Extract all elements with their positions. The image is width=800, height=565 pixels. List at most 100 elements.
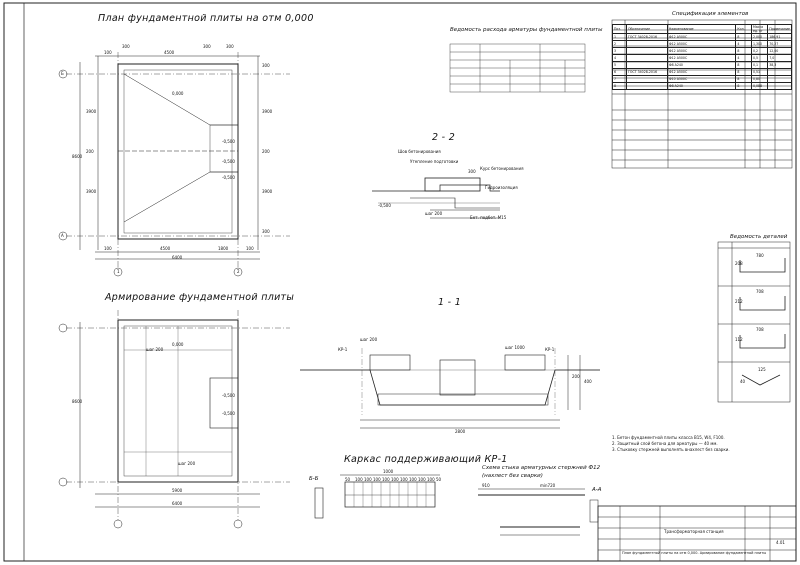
spec-cell: Ф12 А500С [666, 54, 737, 62]
joint-dim-1: 910 [482, 483, 490, 488]
s11-label-3: шаг 200 [360, 337, 378, 342]
title-block [597, 505, 797, 562]
spec-cell [625, 75, 668, 83]
bb-title: Б-Б [309, 476, 319, 482]
spec-title: Спецификация элементов [672, 11, 749, 17]
spec-cell: 3 [612, 47, 627, 55]
section-1-1-drawing [300, 348, 600, 429]
spec-cell: 2 [612, 40, 627, 48]
reinf-dim-1: 5900 [172, 488, 183, 493]
spec-table: Поз. Обозначение Наименование Кол. Масса… [612, 24, 792, 90]
plan-dim-right-4: 3900 [262, 189, 273, 194]
detail-dim-6: 112 [735, 337, 743, 342]
frame-dim-3: 100 [364, 477, 372, 482]
s11-label-6: 200 [572, 374, 580, 379]
spec-cell: 70,27 [767, 40, 792, 48]
section-2-2-drawing [372, 177, 500, 219]
spec-cell: Ф12 А500С [666, 68, 737, 76]
plan-level-1: 0,000 [172, 91, 184, 96]
rebar-table [449, 43, 586, 93]
spec-cell: 0,51 [750, 68, 769, 76]
note-3: 3. Стыковку стержней выполнять внахлест … [612, 447, 730, 452]
spec-cell: 8 [735, 82, 752, 90]
spec-cell: 0,5 [750, 54, 769, 62]
details-title: Ведомость деталей [730, 234, 788, 240]
spec-cell: 8 [735, 68, 752, 76]
frame-kr1-drawing [314, 474, 440, 519]
stamp-title: План фундаментной плиты на отм 0,000. Ар… [622, 551, 767, 555]
spec-cell: 38,3 [767, 61, 792, 69]
plan-dim-bottom-3: 1800 [218, 246, 229, 251]
stamp-sheet: 4.01 [776, 540, 785, 545]
spec-cell: 4 [735, 54, 752, 62]
frame-dim-7: 100 [400, 477, 408, 482]
section-2-2-title: 2 - 2 [432, 132, 456, 143]
plan-dim-left-2: 200 [86, 149, 94, 154]
spec-cell: ГОСТ 34028-2016 [625, 33, 668, 41]
spec-cell: 2,000 [750, 33, 769, 41]
spec-header-name: Наименование [666, 24, 737, 34]
spec-cell: 8 [612, 82, 627, 90]
s22-label-8: -0,500 [378, 203, 391, 208]
spec-cell: 4 [612, 54, 627, 62]
spec-cell: 1,300 [750, 40, 769, 48]
spec-cell: Ф12 А500С [666, 40, 737, 48]
spec-cell: Ф8 А240 [666, 82, 737, 90]
plan-level-2: -0,500 [222, 139, 235, 144]
frame-dim-4: 100 [373, 477, 381, 482]
plan-total-height: 8600 [72, 154, 83, 159]
spec-cell: ГОСТ 34028-2016 [625, 68, 668, 76]
spec-cell: Ф8 А240 [666, 61, 737, 69]
joint-drawing [478, 488, 599, 536]
spec-cell: 186,91 [767, 33, 792, 41]
spec-cell [767, 68, 792, 76]
frame-dim-9: 100 [418, 477, 426, 482]
joint-title: Схема стыка арматурных стержней Ф12 [482, 465, 601, 471]
s22-label-6: шаг 200 [425, 211, 443, 216]
spec-cell: 0,2 [750, 47, 769, 55]
spec-cell: 0,088 [750, 82, 769, 90]
joint-subtitle: (нахлест без сварки) [482, 473, 543, 479]
plan-drawing [58, 52, 290, 277]
plan-dim-top-5: 300 [226, 44, 234, 49]
spec-cell [767, 75, 792, 83]
s11-label-2: КР-1 [545, 347, 555, 352]
s22-label-3: Курс бетонирования [480, 166, 524, 171]
reinf-level-2: -0,500 [222, 393, 235, 398]
spec-header-pos: Поз. [612, 24, 627, 34]
section-1-1-title: 1 - 1 [438, 297, 462, 308]
plan-dim-bottom-1: 100 [104, 246, 112, 251]
frame-dim-10: 100 [427, 477, 435, 482]
frame-dim-5: 100 [382, 477, 390, 482]
frame-dim-11: 50 [436, 477, 442, 482]
spec-cell: 8 [735, 33, 752, 41]
s11-label-5: 2800 [455, 429, 466, 434]
reinforcement-drawing [58, 310, 290, 529]
plan-title: План фундаментной плиты на отм 0,000 [98, 13, 314, 24]
rebar-vedomost-title: Ведомость расхода арматуры фундаментной … [450, 27, 603, 33]
detail-dim-8: 40 [740, 379, 746, 384]
plan-dim-bottom-2: 4500 [160, 246, 171, 251]
spec-cell [625, 47, 668, 55]
plan-dim-right-3: 200 [262, 149, 270, 154]
spec-cell [625, 61, 668, 69]
note-1: 1. Бетон фундаментной плиты класса В15, … [612, 435, 725, 440]
stamp-org: Трансформаторная станция [664, 529, 724, 534]
plan-dim-top-3: 4500 [164, 50, 175, 55]
spec-cell: 5 [612, 61, 627, 69]
spec-cell: 1 [612, 33, 627, 41]
s11-label-4: шаг 1000 [505, 345, 525, 350]
note-2: 2. Защитный слой бетона для арматуры — 4… [612, 441, 718, 446]
detail-dim-1: 780 [756, 253, 764, 258]
reinf-label-1: шаг 200 [146, 347, 164, 352]
joint-dim-2: min720 [540, 483, 556, 488]
plan-level-4: -0,500 [222, 175, 235, 180]
details-table [717, 241, 791, 403]
aa-title: А-А [592, 487, 602, 493]
spec-cell [625, 40, 668, 48]
s22-label-7: 300 [468, 169, 476, 174]
